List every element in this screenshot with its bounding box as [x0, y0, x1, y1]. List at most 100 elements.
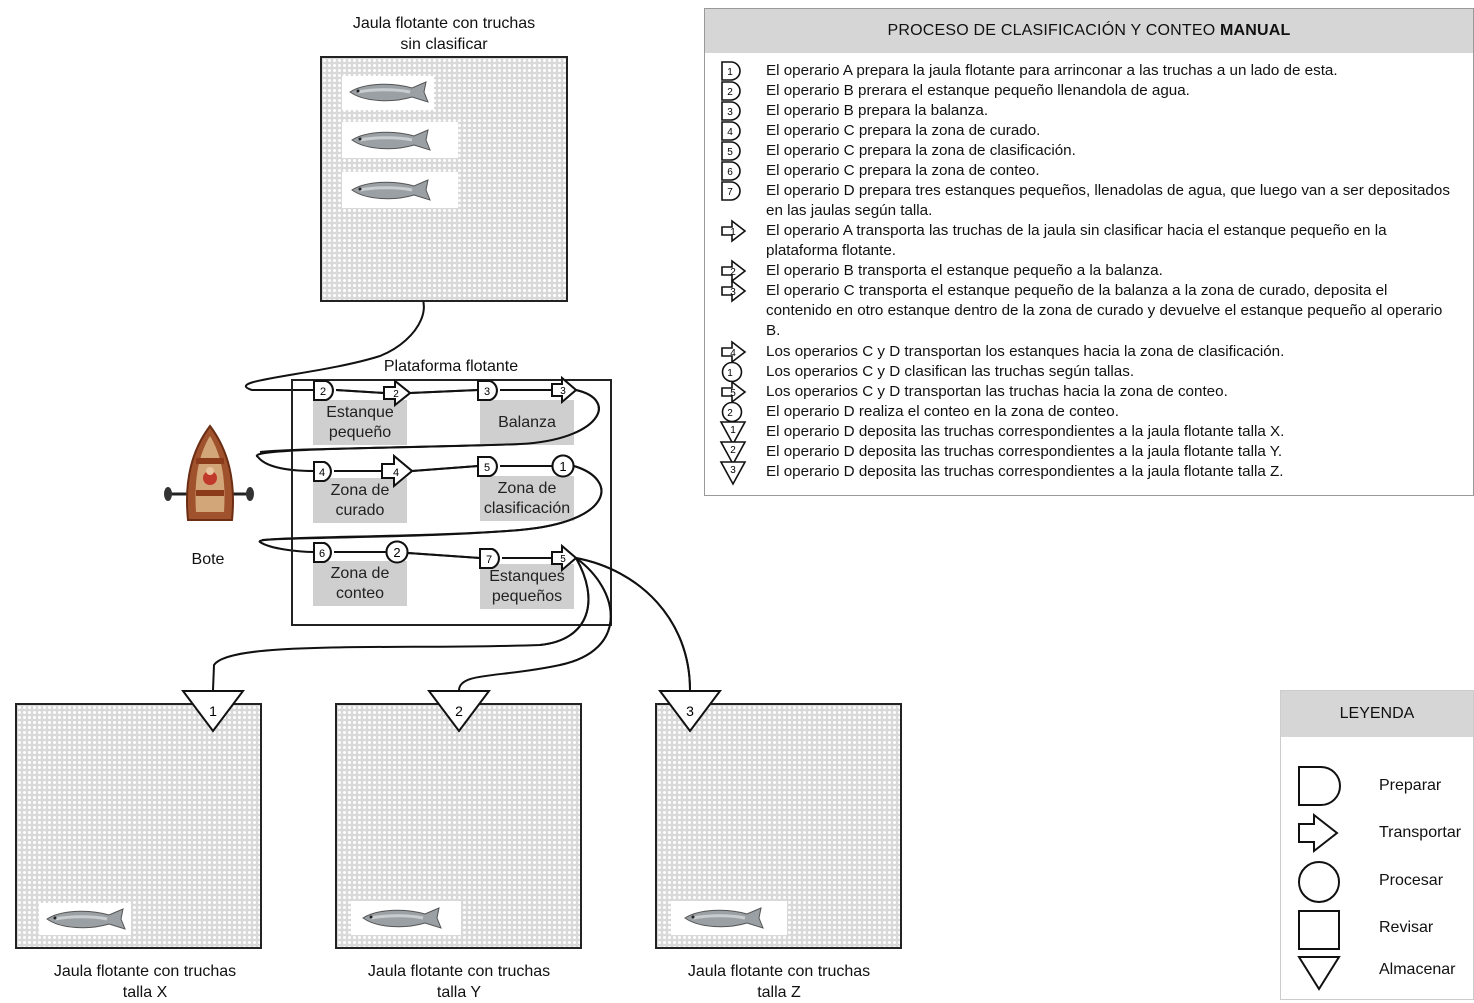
transport-icon: 5 [721, 380, 747, 404]
prepare-icon: 7 [479, 548, 500, 569]
process-step-text: El operario B prepara la balanza. [766, 102, 989, 119]
zone-label: conteo [335, 584, 385, 602]
floating-platform [291, 379, 612, 626]
fish-group [342, 76, 458, 208]
prepare-icon: 5 [477, 456, 498, 477]
zone-label: Zona de [497, 479, 557, 497]
svg-text:3: 3 [730, 287, 736, 298]
caption-line: Jaula flotante con truchas [367, 963, 551, 980]
transport-icon: 2 [721, 259, 747, 283]
svg-text:6: 6 [319, 548, 325, 560]
caption-line: Jaula flotante con truchas [687, 963, 871, 980]
svg-text:7: 7 [727, 187, 733, 198]
svg-text:1: 1 [559, 459, 566, 474]
process-step-text: El operario C prepara la zona de curado. [766, 122, 1041, 139]
svg-text:4: 4 [393, 467, 399, 479]
legend-label-almacenar: Almacenar [1379, 961, 1456, 978]
prepare-icon: 7 [721, 181, 741, 201]
svg-text:2: 2 [727, 87, 733, 98]
caption-line: talla X [122, 984, 168, 1001]
svg-text:1: 1 [209, 703, 217, 719]
transport-icon: 1 [721, 219, 747, 243]
caption-line: Jaula flotante con truchas [53, 963, 237, 980]
svg-text:5: 5 [560, 554, 566, 565]
store-icon: 3 [719, 461, 747, 486]
svg-text:3: 3 [560, 386, 566, 397]
zone-label: Zona de [330, 564, 390, 582]
process-step-text: El operario D prepara tres estanques peq… [766, 182, 1450, 220]
prepare-icon: 6 [721, 161, 741, 181]
svg-text:1: 1 [730, 425, 736, 436]
platform-caption: Plataforma flotante [383, 358, 519, 375]
process-step-text: Los operarios C y D transportan las truc… [766, 383, 1228, 400]
process-icon: 2 [385, 540, 409, 564]
zone-conteo: Zona de conteo [313, 561, 407, 606]
target-cage-y [335, 703, 582, 949]
prepare-icon: 4 [313, 461, 332, 482]
svg-text:3: 3 [686, 703, 694, 719]
title-bold: MANUAL [1219, 22, 1291, 39]
caption-line: sin clasificar [400, 36, 488, 53]
zone-label: Estanque [326, 403, 394, 421]
zone-curado: Zona de curado [313, 478, 407, 523]
legend-label-transportar: Transportar [1379, 824, 1462, 841]
prepare-icon: 6 [313, 542, 332, 563]
transport-icon: 2 [383, 378, 412, 408]
zone-label: curado [335, 501, 385, 519]
zone-label: pequeño [328, 423, 392, 441]
prepare-icon [1298, 766, 1341, 806]
fish-group [39, 903, 131, 935]
store-icon: 1 [181, 690, 245, 733]
svg-text:5: 5 [484, 462, 490, 474]
svg-text:4: 4 [727, 127, 733, 138]
target-cage-y-caption: Jaula flotante con truchas talla Y [329, 961, 589, 1003]
fish-group [671, 901, 787, 935]
transport-icon: 3 [721, 279, 747, 303]
transport-icon: 5 [551, 543, 578, 573]
svg-text:2: 2 [727, 408, 733, 419]
process-step-text: El operario D realiza el conteo en la zo… [766, 403, 1119, 420]
prepare-icon: 1 [721, 61, 741, 81]
store-icon [1297, 956, 1341, 991]
zone-label: pequeños [491, 587, 563, 605]
process-panel: PROCESO DE CLASIFICACIÓN Y CONTEO MANUAL… [704, 8, 1474, 496]
svg-text:2: 2 [320, 386, 326, 398]
source-cage [320, 56, 568, 302]
svg-text:2: 2 [730, 267, 736, 278]
svg-text:4: 4 [730, 348, 736, 359]
caption-line: talla Z [757, 984, 801, 1001]
transport-icon [1298, 812, 1339, 854]
process-icon [1298, 861, 1340, 903]
legend-title: LEYENDA [1281, 691, 1473, 737]
prepare-icon: 3 [721, 101, 741, 121]
prepare-icon: 5 [721, 141, 741, 161]
process-step-text: El operario B prerara el estanque pequeñ… [766, 82, 1190, 99]
legend-label-revisar: Revisar [1379, 919, 1434, 936]
svg-text:5: 5 [727, 147, 733, 158]
process-panel-title: PROCESO DE CLASIFICACIÓN Y CONTEO MANUAL [705, 9, 1473, 53]
prepare-icon: 4 [721, 121, 741, 141]
svg-text:1: 1 [727, 368, 733, 379]
process-step-text: El operario D deposita las truchas corre… [766, 463, 1284, 480]
title-prefix: PROCESO DE CLASIFICACIÓN Y CONTEO [887, 22, 1220, 39]
zone-label: clasificación [483, 499, 571, 517]
svg-text:1: 1 [730, 227, 736, 238]
process-step-text: El operario B transporta el estanque peq… [766, 262, 1163, 279]
process-icon: 1 [551, 454, 575, 478]
process-step-text: El operario A prepara la jaula flotante … [766, 62, 1338, 79]
process-step-text: Los operarios C y D transportan los esta… [766, 343, 1285, 360]
target-cage-z-caption: Jaula flotante con truchas talla Z [649, 961, 909, 1003]
svg-text:2: 2 [455, 703, 463, 719]
svg-text:2: 2 [730, 445, 736, 456]
process-step-text: El operario C prepara la zona de clasifi… [766, 142, 1076, 159]
fish-group [351, 901, 461, 935]
target-cage-z [655, 703, 902, 949]
target-cage-x-caption: Jaula flotante con truchas talla X [15, 961, 275, 1003]
zone-label: Estanques [489, 567, 565, 585]
target-cage-x [15, 703, 262, 949]
caption-line: Jaula flotante con truchas [352, 15, 536, 32]
source-cage-caption: Jaula flotante con truchas sin clasifica… [320, 13, 568, 55]
process-step-text: El operario D deposita las truchas corre… [766, 443, 1283, 460]
